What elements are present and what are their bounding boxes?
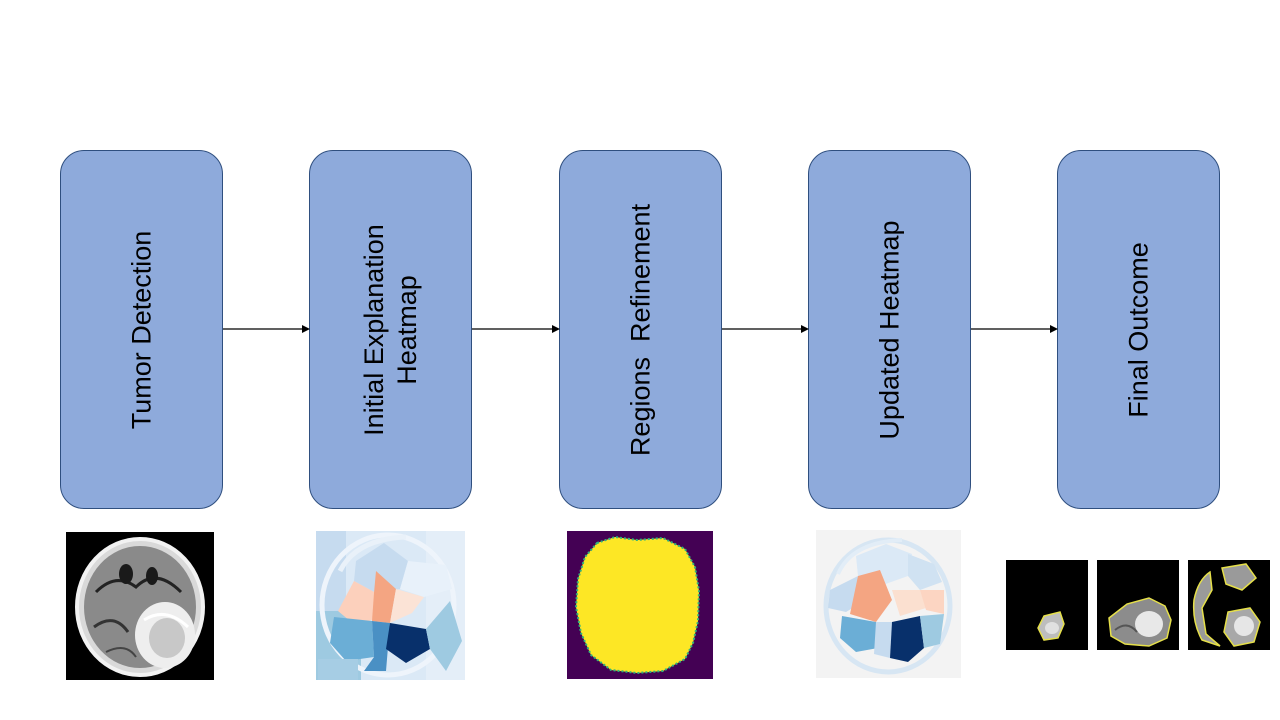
stage-final-outcome: Final Outcome (1057, 150, 1220, 509)
stage-label-regions-refinement: Regions Refinement (625, 203, 655, 456)
final-outcome-crop-1 (1006, 560, 1088, 650)
stage-label-final-outcome: Final Outcome (1123, 241, 1153, 418)
stage-label-updated-heatmap: Updated Heatmap (874, 219, 904, 440)
arrow-initial-heatmap-to-regions-refinement (472, 325, 560, 333)
stage-initial-explanation-heatmap: Initial Explanation Heatmap (309, 150, 472, 509)
stage-label-initial-explanation-heatmap: Initial Explanation Heatmap (358, 223, 422, 436)
arrow-tumor-detection-to-initial-heatmap (223, 325, 310, 333)
initial-heatmap-image (316, 531, 465, 680)
final-outcome-crop-3 (1188, 560, 1270, 650)
arrow-regions-refinement-to-updated-heatmap (722, 325, 809, 333)
regions-mask-image (567, 531, 713, 679)
stage-tumor-detection: Tumor Detection (60, 150, 223, 509)
stage-updated-heatmap: Updated Heatmap (808, 150, 971, 509)
stage-label-tumor-detection: Tumor Detection (126, 230, 156, 429)
updated-heatmap-image (816, 530, 961, 678)
final-outcome-crop-2 (1097, 560, 1179, 650)
arrow-updated-heatmap-to-final-outcome (971, 325, 1058, 333)
mri-scan-image (66, 532, 214, 680)
stage-regions-refinement: Regions Refinement (559, 150, 722, 509)
